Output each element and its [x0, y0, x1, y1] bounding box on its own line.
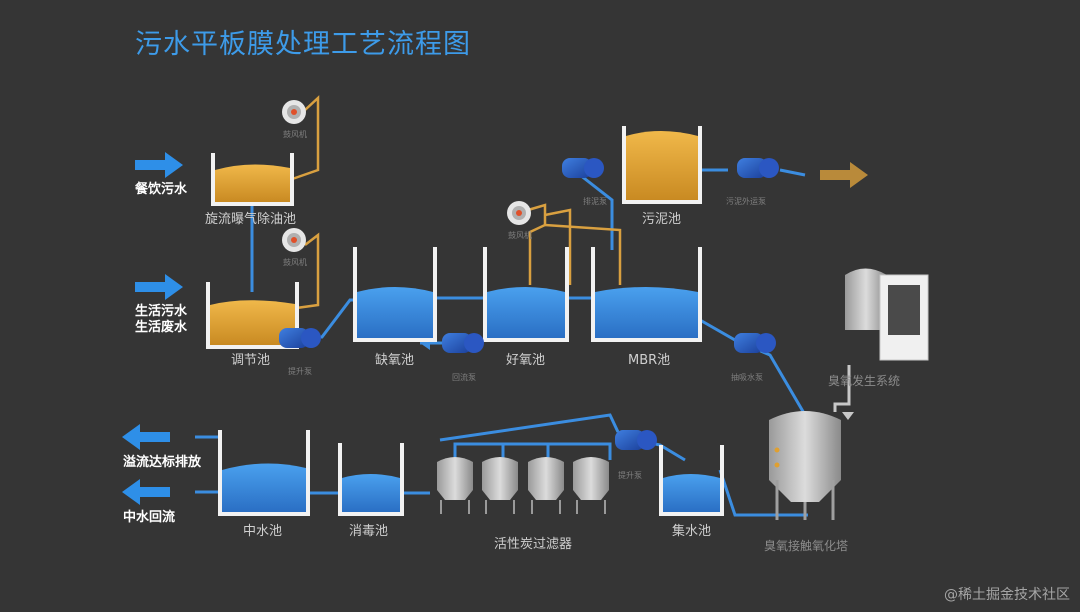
ozone-generator	[833, 268, 929, 420]
tank-label-collection: 集水池	[672, 524, 712, 539]
pump-lift-1	[279, 328, 321, 348]
output-label-reuse: 中水回流	[123, 510, 176, 525]
pipe-ozone-to-collection	[718, 469, 808, 517]
label-blower-2: 鼓风机	[283, 258, 307, 267]
pipe-sludge-out	[700, 168, 806, 177]
tank-cyclone	[211, 153, 294, 206]
arrow-overflow-out	[122, 424, 170, 450]
tank-sludge	[622, 126, 702, 204]
ozone-tower	[769, 411, 841, 520]
blower-3	[507, 201, 531, 225]
arrow-sludge-out	[820, 162, 868, 188]
label-blower-1: 鼓风机	[283, 130, 307, 139]
label-sludge-out-pump: 污泥外运泵	[726, 197, 766, 206]
tank-label-aerobic: 好氧池	[506, 353, 546, 368]
pipe-pump-to-filter	[439, 413, 620, 442]
watermark: @稀土掘金技术社区	[944, 587, 1070, 603]
diagram-title: 污水平板膜处理工艺流程图	[135, 29, 471, 60]
label-lift-pump-2: 提升泵	[618, 471, 642, 480]
pipe-mbr-to-sludge-pump	[579, 173, 614, 250]
air-pipes	[274, 95, 622, 312]
pipe-reclaimed-outlets	[195, 435, 222, 494]
arrow-reuse-out	[122, 479, 170, 505]
tank-label-disinfection: 消毒池	[349, 524, 389, 539]
tank-label-anoxic: 缺氧池	[375, 353, 415, 368]
tank-label-cyclone: 旋流曝气除油池	[205, 212, 297, 227]
tank-label-regulating: 调节池	[231, 353, 271, 368]
output-label-overflow: 溢流达标排放	[123, 455, 202, 470]
tank-disinfection	[338, 443, 404, 516]
equipment-label-ozone-tower: 臭氧接触氧化塔	[764, 539, 849, 553]
tank-aerobic	[483, 247, 569, 342]
carbon-filters	[437, 457, 609, 514]
tank-label-sludge: 污泥池	[642, 212, 682, 227]
tank-label-reclaimed: 中水池	[243, 524, 283, 539]
blower-2	[282, 228, 306, 252]
pump-suction	[734, 333, 776, 353]
tank-collection	[659, 445, 724, 516]
label-suction-pump: 抽吸水泵	[731, 373, 763, 382]
pump-return	[442, 333, 484, 353]
tank-reclaimed	[218, 430, 310, 516]
tank-mbr	[591, 247, 702, 342]
blower-1	[282, 100, 306, 124]
pump-sludge-out	[737, 158, 779, 178]
arrow-canteen-in	[135, 152, 183, 178]
label-sludge-pump: 排泥泵	[583, 197, 607, 206]
input-label-domestic-1: 生活污水	[135, 304, 188, 319]
tank-anoxic	[353, 247, 437, 342]
input-label-domestic-2: 生活废水	[135, 320, 188, 335]
equipment-label-carbon-filter: 活性炭过滤器	[494, 537, 573, 552]
pump-sludge	[562, 158, 604, 178]
tank-regulating	[206, 282, 299, 349]
input-label-canteen: 餐饮污水	[135, 182, 188, 197]
label-return-pump: 回流泵	[452, 373, 476, 382]
pump-lift-2	[615, 430, 657, 450]
tank-label-mbr: MBR池	[628, 353, 671, 368]
input-arrows	[122, 152, 183, 505]
label-blower-3: 鼓风机	[508, 231, 532, 240]
label-lift-pump-1: 提升泵	[288, 367, 312, 376]
equipment-label-ozone-generator: 臭氧发生系统	[828, 374, 901, 388]
arrow-domestic-in	[135, 274, 183, 300]
